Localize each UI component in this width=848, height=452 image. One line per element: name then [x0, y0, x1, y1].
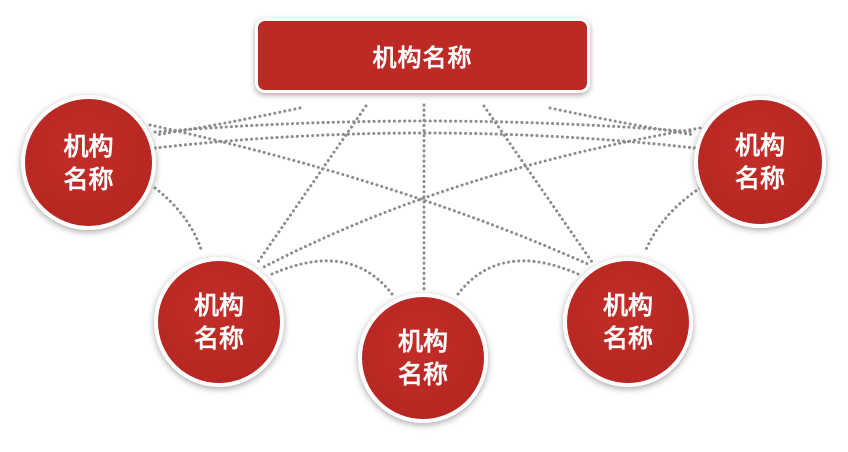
organization-node-bottom-right: 机构名称: [563, 257, 693, 387]
connector: [270, 259, 394, 296]
organization-node-bottom-left: 机构名称: [154, 257, 284, 387]
node-label: 机构名称: [193, 291, 244, 353]
connector: [456, 259, 580, 296]
node-label: 机构名称: [397, 327, 448, 389]
connector: [256, 104, 368, 264]
top-organization-box: 机构名称: [255, 18, 590, 93]
connector: [153, 106, 302, 137]
connector: [148, 123, 592, 267]
connector: [482, 104, 594, 264]
connector: [153, 131, 697, 150]
node-label: 机构名称: [734, 131, 785, 193]
connector: [153, 186, 204, 254]
node-label: 机构名称: [602, 291, 653, 353]
connector: [260, 126, 702, 270]
connector: [643, 186, 702, 254]
node-label: 机构名称: [63, 131, 114, 194]
top-organization-label: 机构名称: [372, 44, 473, 72]
organization-node-left: 机构名称: [21, 95, 156, 230]
organization-node-right: 机构名称: [694, 96, 826, 228]
connector: [548, 106, 697, 137]
organization-node-bottom-center: 机构名称: [358, 293, 488, 423]
